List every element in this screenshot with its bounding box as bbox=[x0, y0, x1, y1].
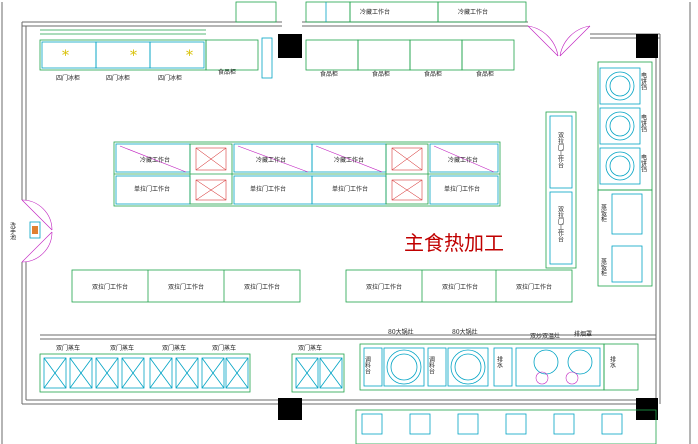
double-bench-label: 双拉门工作台 bbox=[244, 283, 280, 291]
fridge-row: * * * bbox=[39, 29, 207, 71]
fridge-label: 四门冰柜 bbox=[106, 74, 130, 82]
door-left bbox=[21, 199, 53, 263]
drain-label: 排水 bbox=[609, 355, 616, 368]
structural-columns bbox=[278, 34, 658, 420]
double-bench-label: 双拉门工作台 bbox=[557, 132, 564, 169]
food-cabinet-label: 食品柜 bbox=[424, 70, 442, 78]
fridge-star-icon: * bbox=[186, 48, 193, 64]
cold-bench-label: 冷藏工作台 bbox=[334, 156, 364, 164]
plan-title: 主食热加工 bbox=[404, 231, 504, 255]
top-partial-label: 冷藏工作台 bbox=[458, 8, 488, 16]
range-hood-label: 排烟罩 bbox=[574, 330, 592, 338]
top-partial-equipment bbox=[235, 1, 527, 23]
steam-cart-row bbox=[39, 353, 345, 393]
bottom-partial-equipment bbox=[355, 409, 657, 444]
steamer-column bbox=[597, 61, 653, 287]
fridge-label: 四门冰柜 bbox=[158, 74, 182, 82]
door-top-right bbox=[527, 25, 591, 57]
single-bench-label: 单拉门工作台 bbox=[332, 185, 368, 193]
right-bench-column bbox=[545, 111, 577, 269]
double-bench-label: 双拉门工作台 bbox=[557, 206, 564, 243]
wok-label: 80大锅灶 bbox=[388, 328, 414, 336]
top-partial-label: 冷藏工作台 bbox=[360, 8, 390, 16]
cold-bench-label: 冷藏工作台 bbox=[140, 156, 170, 164]
double-bench-label: 双拉门工作台 bbox=[366, 283, 402, 291]
double-bench-label: 双拉门工作台 bbox=[168, 283, 204, 291]
steamer-box-label: 蒸饭柜 bbox=[600, 203, 607, 223]
food-cabinet-row bbox=[205, 37, 515, 79]
wok-label: 80大锅灶 bbox=[452, 328, 478, 336]
column bbox=[636, 34, 658, 58]
double-bench-label: 双拉门工作台 bbox=[516, 283, 552, 291]
steamer-label: 电饼铛 bbox=[640, 71, 647, 91]
cart-label: 双门蒸车 bbox=[56, 344, 80, 352]
fridge-label: 四门冰柜 bbox=[56, 74, 80, 82]
food-cabinet-label: 食品柜 bbox=[218, 68, 236, 76]
double-bench-label: 双拉门工作台 bbox=[92, 283, 128, 291]
stove-label: 双炒双温灶 bbox=[530, 332, 560, 340]
single-bench-label: 单拉门工作台 bbox=[250, 185, 286, 193]
cold-bench-label: 冷藏工作台 bbox=[448, 156, 478, 164]
cart-label: 双门蒸车 bbox=[162, 344, 186, 352]
seasoning-label: 调料台 bbox=[428, 355, 435, 375]
cart-label: 双门蒸车 bbox=[110, 344, 134, 352]
food-cabinet-label: 食品柜 bbox=[320, 70, 338, 78]
double-bench-row bbox=[71, 269, 573, 303]
food-cabinet-label: 食品柜 bbox=[476, 70, 494, 78]
steamer-box-label: 蒸饭柜 bbox=[600, 257, 607, 277]
central-island bbox=[113, 141, 501, 207]
cart-label: 双门蒸车 bbox=[212, 344, 236, 352]
double-bench-label: 双拉门工作台 bbox=[442, 283, 478, 291]
column bbox=[636, 398, 658, 420]
cold-bench-label: 冷藏工作台 bbox=[256, 156, 286, 164]
cooking-line bbox=[359, 343, 639, 391]
steamer-label: 电饼铛 bbox=[640, 113, 647, 133]
single-bench-label: 单拉门工作台 bbox=[134, 185, 170, 193]
drain-label: 排水 bbox=[496, 355, 503, 368]
cart-label: 双门蒸车 bbox=[298, 344, 322, 352]
column bbox=[278, 34, 302, 58]
steamer-label: 电饼铛 bbox=[640, 153, 647, 173]
fridge-star-icon: * bbox=[130, 48, 137, 64]
hand-sink bbox=[29, 221, 41, 239]
fridge-star-icon: * bbox=[62, 48, 69, 64]
hand-sink-label: 洗手池 bbox=[9, 221, 16, 240]
food-cabinet-label: 食品柜 bbox=[372, 70, 390, 78]
seasoning-label: 调料台 bbox=[364, 355, 371, 375]
column bbox=[278, 398, 302, 420]
single-bench-label: 单拉门工作台 bbox=[444, 185, 480, 193]
